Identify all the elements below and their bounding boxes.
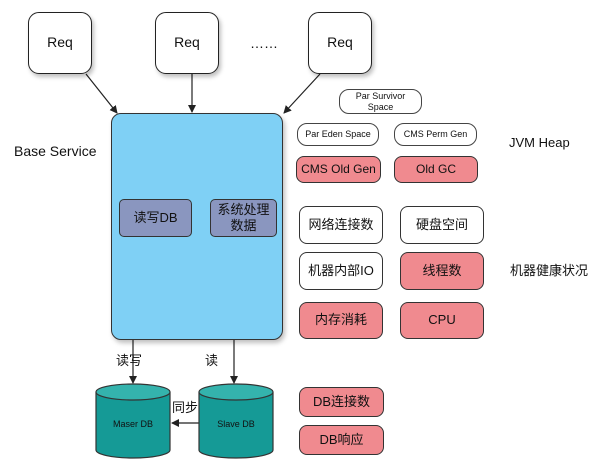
par-eden-space-box: Par Eden Space <box>297 123 379 146</box>
base-service-label: Base Service <box>14 143 97 159</box>
request-box-1: Req <box>28 12 92 74</box>
read-label: 读 <box>205 353 219 368</box>
memory-usage-box: 内存消耗 <box>299 302 383 339</box>
request-label: Req <box>47 34 73 51</box>
read-write-db-label: 读写DB <box>133 209 178 225</box>
db-response-label: DB响应 <box>319 431 364 447</box>
cpu-label: CPU <box>428 312 456 328</box>
old-gc-label: Old GC <box>415 162 456 176</box>
system-processing-box: 系统处理 数据 <box>210 199 277 237</box>
cms-old-gen-label: CMS Old Gen <box>301 162 376 176</box>
cms-perm-gen-label: CMS Perm Gen <box>403 129 468 140</box>
threads-box: 线程数 <box>400 252 484 290</box>
machine-health-label: 机器健康状况 <box>510 263 589 278</box>
memory-usage-label: 内存消耗 <box>314 312 367 328</box>
system-processing-label: 系统处理 数据 <box>217 201 270 233</box>
request-label: Req <box>327 34 353 51</box>
req1-arrow <box>85 73 118 114</box>
par-survivor-space-box: Par Survivor Space <box>339 89 422 114</box>
internal-io-box: 机器内部IO <box>299 252 383 290</box>
network-connections-label: 网络连接数 <box>308 216 374 232</box>
request-box-3: Req <box>308 12 372 74</box>
request-label: Req <box>174 34 200 51</box>
network-connections-box: 网络连接数 <box>299 206 383 244</box>
db-connections-label: DB连接数 <box>312 393 371 409</box>
cpu-box: CPU <box>400 302 484 339</box>
par-eden-space-label: Par Eden Space <box>305 129 371 140</box>
old-gc-box: Old GC <box>394 156 478 183</box>
internal-io-label: 机器内部IO <box>308 262 374 278</box>
disk-space-label: 硬盘空间 <box>415 216 468 232</box>
threads-label: 线程数 <box>422 262 462 278</box>
cms-old-gen-box: CMS Old Gen <box>296 156 381 183</box>
disk-space-box: 硬盘空间 <box>400 206 484 244</box>
req3-arrow <box>283 73 321 114</box>
par-survivor-space-label: Par Survivor Space <box>355 91 406 112</box>
request-box-2: Req <box>155 12 219 74</box>
master-db-label: Maser DB <box>112 419 153 429</box>
jvm-heap-label: JVM Heap <box>509 135 570 150</box>
slave-db-cylinder <box>198 383 274 459</box>
sync-label: 同步 <box>172 400 199 415</box>
cms-perm-gen-box: CMS Perm Gen <box>394 123 477 146</box>
read-write-label: 读写 <box>116 353 143 368</box>
request-ellipsis: …… <box>250 35 278 51</box>
read-write-db-box: 读写DB <box>119 199 192 237</box>
db-response-box: DB响应 <box>299 425 384 455</box>
master-db-cylinder <box>95 383 171 459</box>
slave-db-label: Slave DB <box>217 419 255 429</box>
db-connections-box: DB连接数 <box>299 387 384 417</box>
